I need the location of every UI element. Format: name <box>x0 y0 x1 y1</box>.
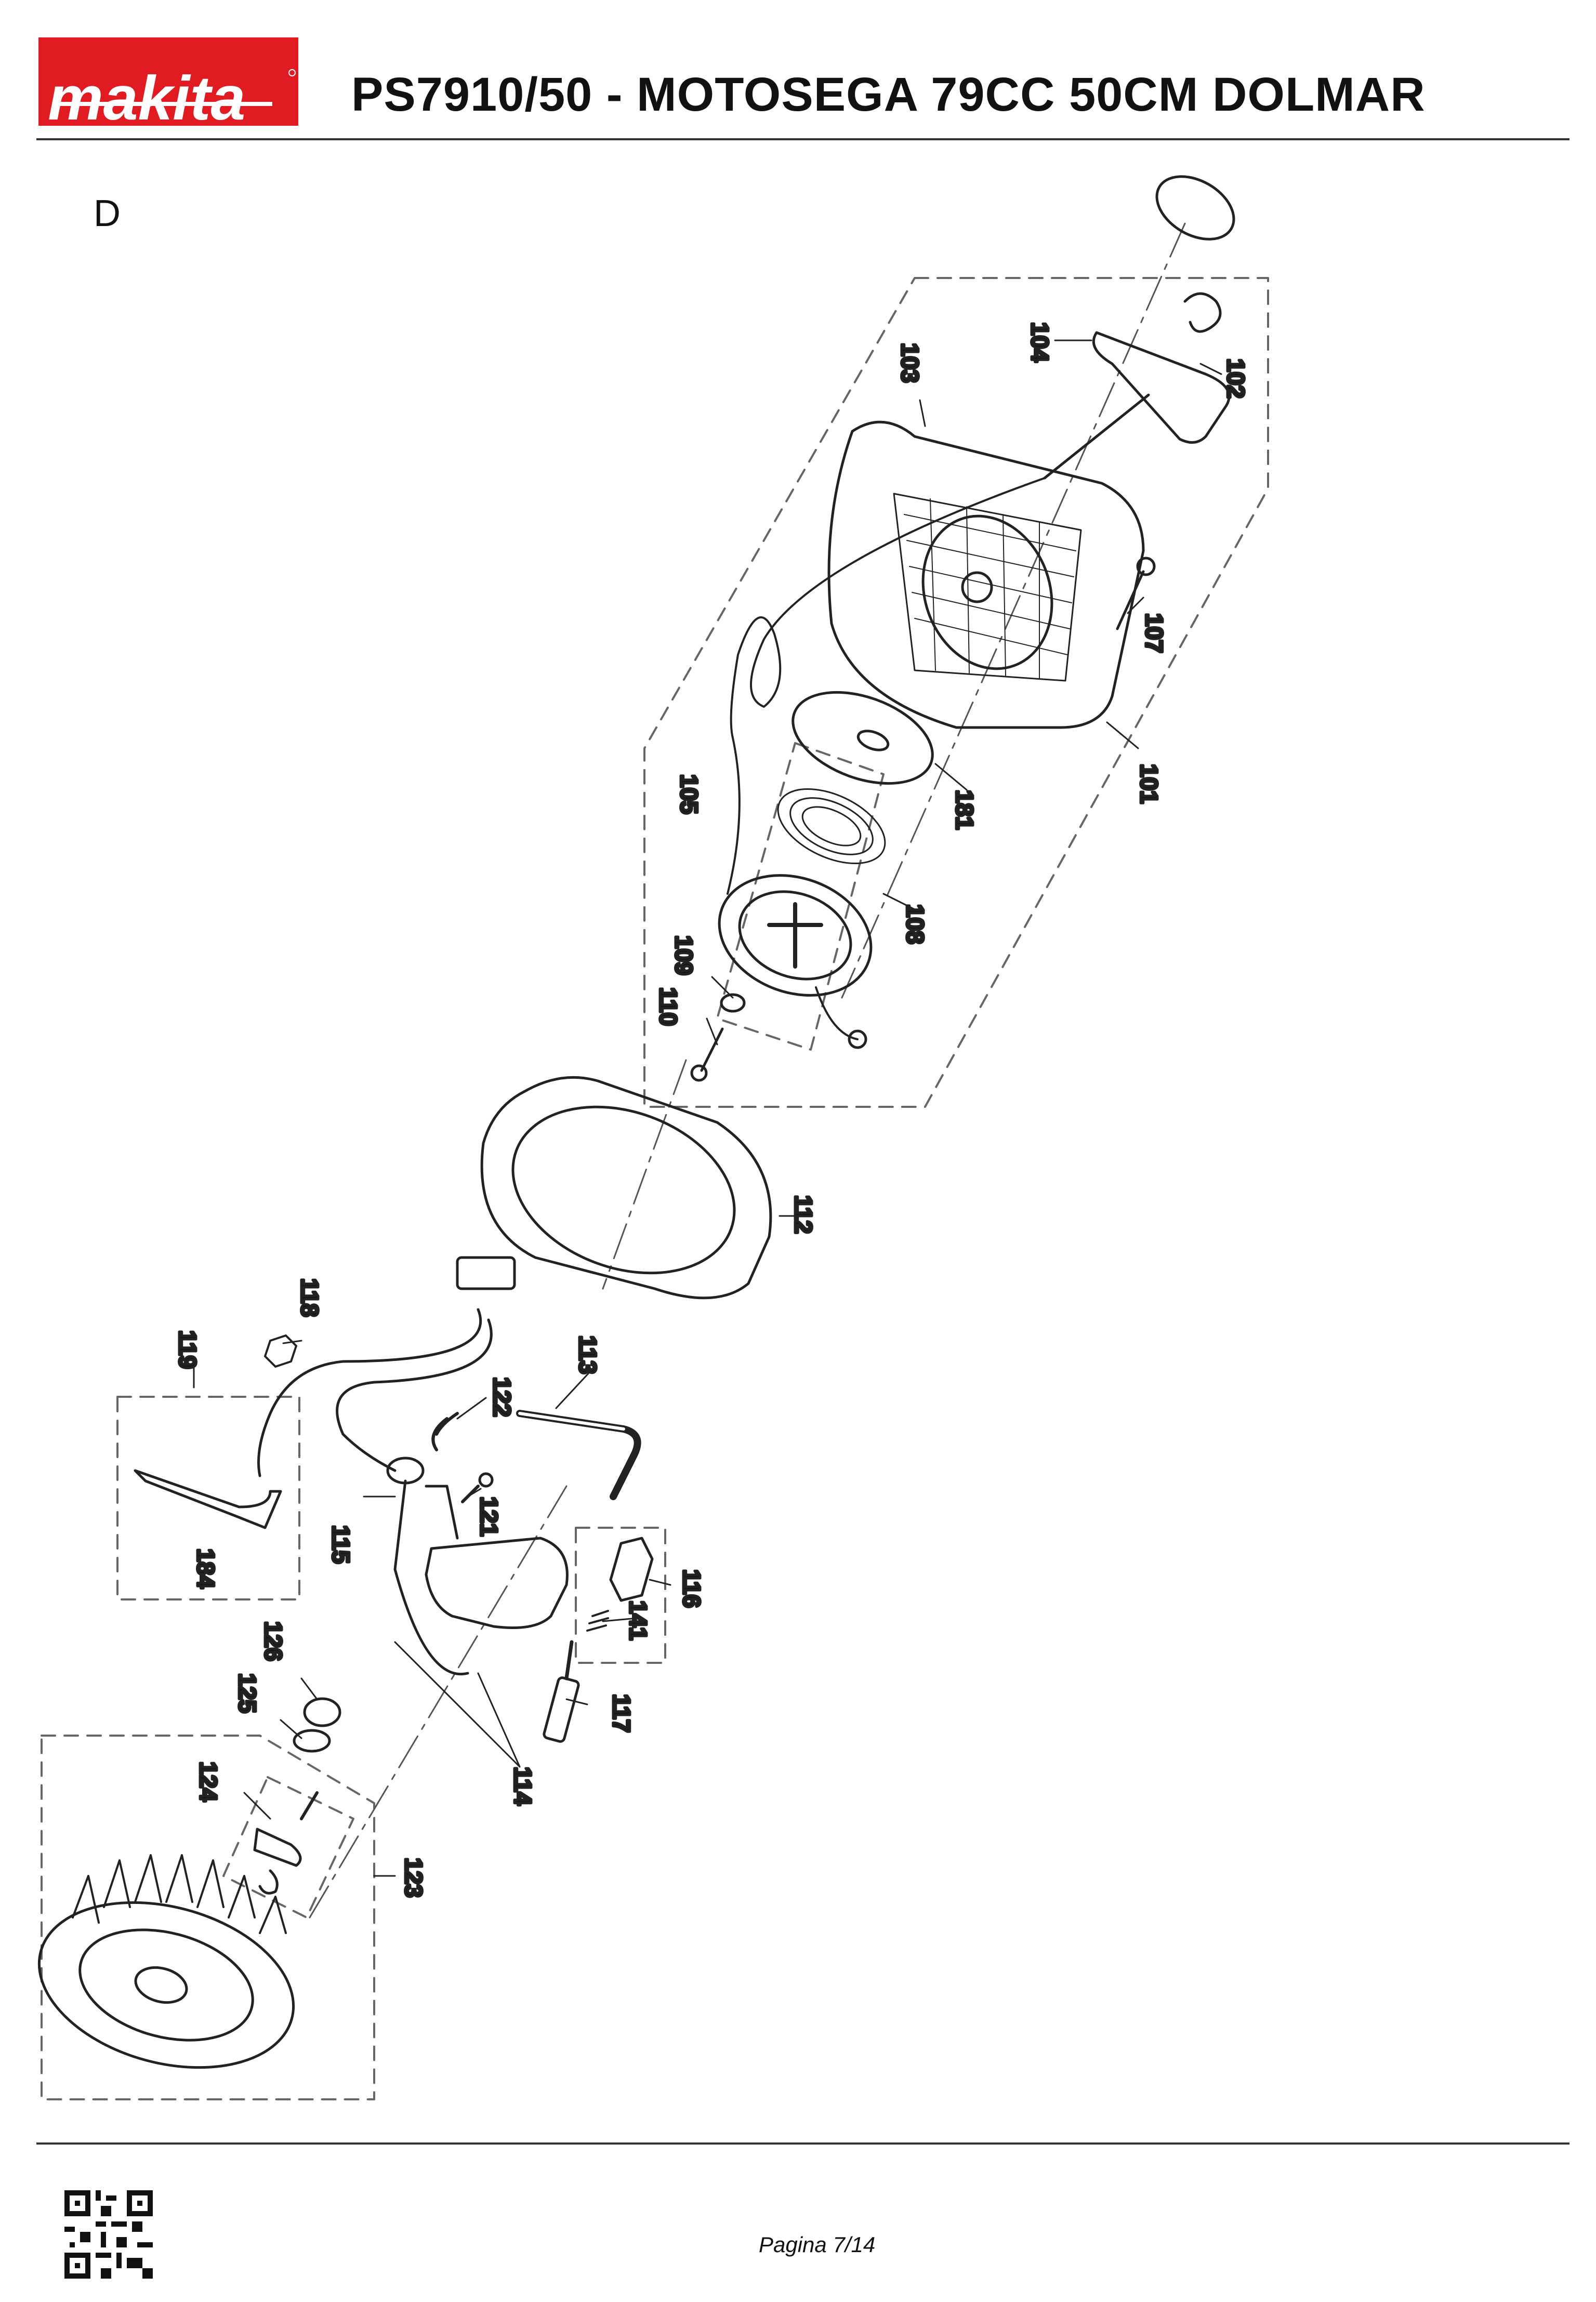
header-divider <box>36 138 1569 140</box>
part-label-141: 141 <box>625 1600 652 1640</box>
part-label-119: 119 <box>174 1330 201 1369</box>
rod-113 <box>516 1410 641 1500</box>
starter-housing <box>827 420 1145 729</box>
switch-connector <box>456 1256 516 1290</box>
part-label-108: 108 <box>902 904 929 944</box>
part-label-116: 116 <box>678 1569 705 1608</box>
washer-109-and-screw-110 <box>690 993 746 1082</box>
part-label-112: 112 <box>790 1195 817 1234</box>
rope-pulley <box>718 874 873 1049</box>
section-letter: D <box>94 193 121 234</box>
part-label-122: 122 <box>489 1377 516 1417</box>
recoil-spring <box>777 788 886 865</box>
part-label-102: 102 <box>1222 359 1249 399</box>
part-label-118: 118 <box>296 1278 323 1317</box>
part-label-124: 124 <box>195 1762 222 1802</box>
axis-line-lower <box>306 1485 568 1924</box>
part-label-121: 121 <box>476 1497 503 1537</box>
screw-107 <box>1116 557 1156 630</box>
makita-logo: makita <box>38 37 298 126</box>
spark-plug-117 <box>543 1640 580 1743</box>
part-label-125: 125 <box>234 1673 261 1713</box>
axis-line-middle <box>602 1059 687 1290</box>
ignition-coil <box>386 1457 569 1676</box>
nut-126 <box>303 1697 341 1727</box>
part-label-115: 115 <box>327 1525 354 1564</box>
logo-text: makita <box>48 63 245 126</box>
part-label-114: 114 <box>509 1767 536 1806</box>
part-label-101: 101 <box>1136 764 1163 804</box>
fan-cover-112 <box>480 1076 772 1300</box>
part-label-109: 109 <box>670 935 697 975</box>
part-label-107: 107 <box>1141 613 1168 653</box>
spark-plug-cap <box>586 1537 654 1632</box>
part-label-181: 181 <box>951 790 978 830</box>
washer-disc-181 <box>792 691 934 785</box>
group-124-boundary <box>222 1776 354 1919</box>
group-184-boundary <box>116 1396 300 1600</box>
part-label-103: 103 <box>896 343 924 383</box>
o-ring <box>1155 175 1235 241</box>
part-label-113: 113 <box>574 1335 601 1374</box>
starter-assembly-boundary <box>643 277 1269 1108</box>
starter-handle <box>1043 292 1231 480</box>
pawl-124 <box>253 1791 319 1895</box>
part-label-105: 105 <box>676 774 703 814</box>
part-label-110: 110 <box>655 987 682 1026</box>
nut-118 <box>264 1334 297 1368</box>
starter-rope <box>727 477 1046 895</box>
part-label-184: 184 <box>192 1549 219 1589</box>
part-label-123: 123 <box>400 1858 427 1898</box>
footer-divider <box>36 2142 1569 2145</box>
bracket-184 <box>134 1469 282 1529</box>
part-label-126: 126 <box>260 1621 287 1661</box>
group-116-boundary <box>575 1527 666 1664</box>
flywheel <box>37 1854 295 2069</box>
qr-code <box>64 2190 153 2279</box>
ignition-wires <box>257 1308 493 1477</box>
clip-122 <box>431 1412 459 1451</box>
part-label-117: 117 <box>608 1694 635 1732</box>
part-label-104: 104 <box>1026 322 1053 362</box>
page-number: Pagina 7/14 <box>759 2232 876 2257</box>
flywheel-assembly-boundary <box>41 1735 375 2100</box>
recoil-group-boundary <box>716 742 885 1051</box>
axis-line-upper <box>841 222 1186 999</box>
page-title: PS7910/50 - MOTOSEGA 79CC 50CM DOLMAR <box>351 68 1426 121</box>
washer-125 <box>293 1729 331 1753</box>
